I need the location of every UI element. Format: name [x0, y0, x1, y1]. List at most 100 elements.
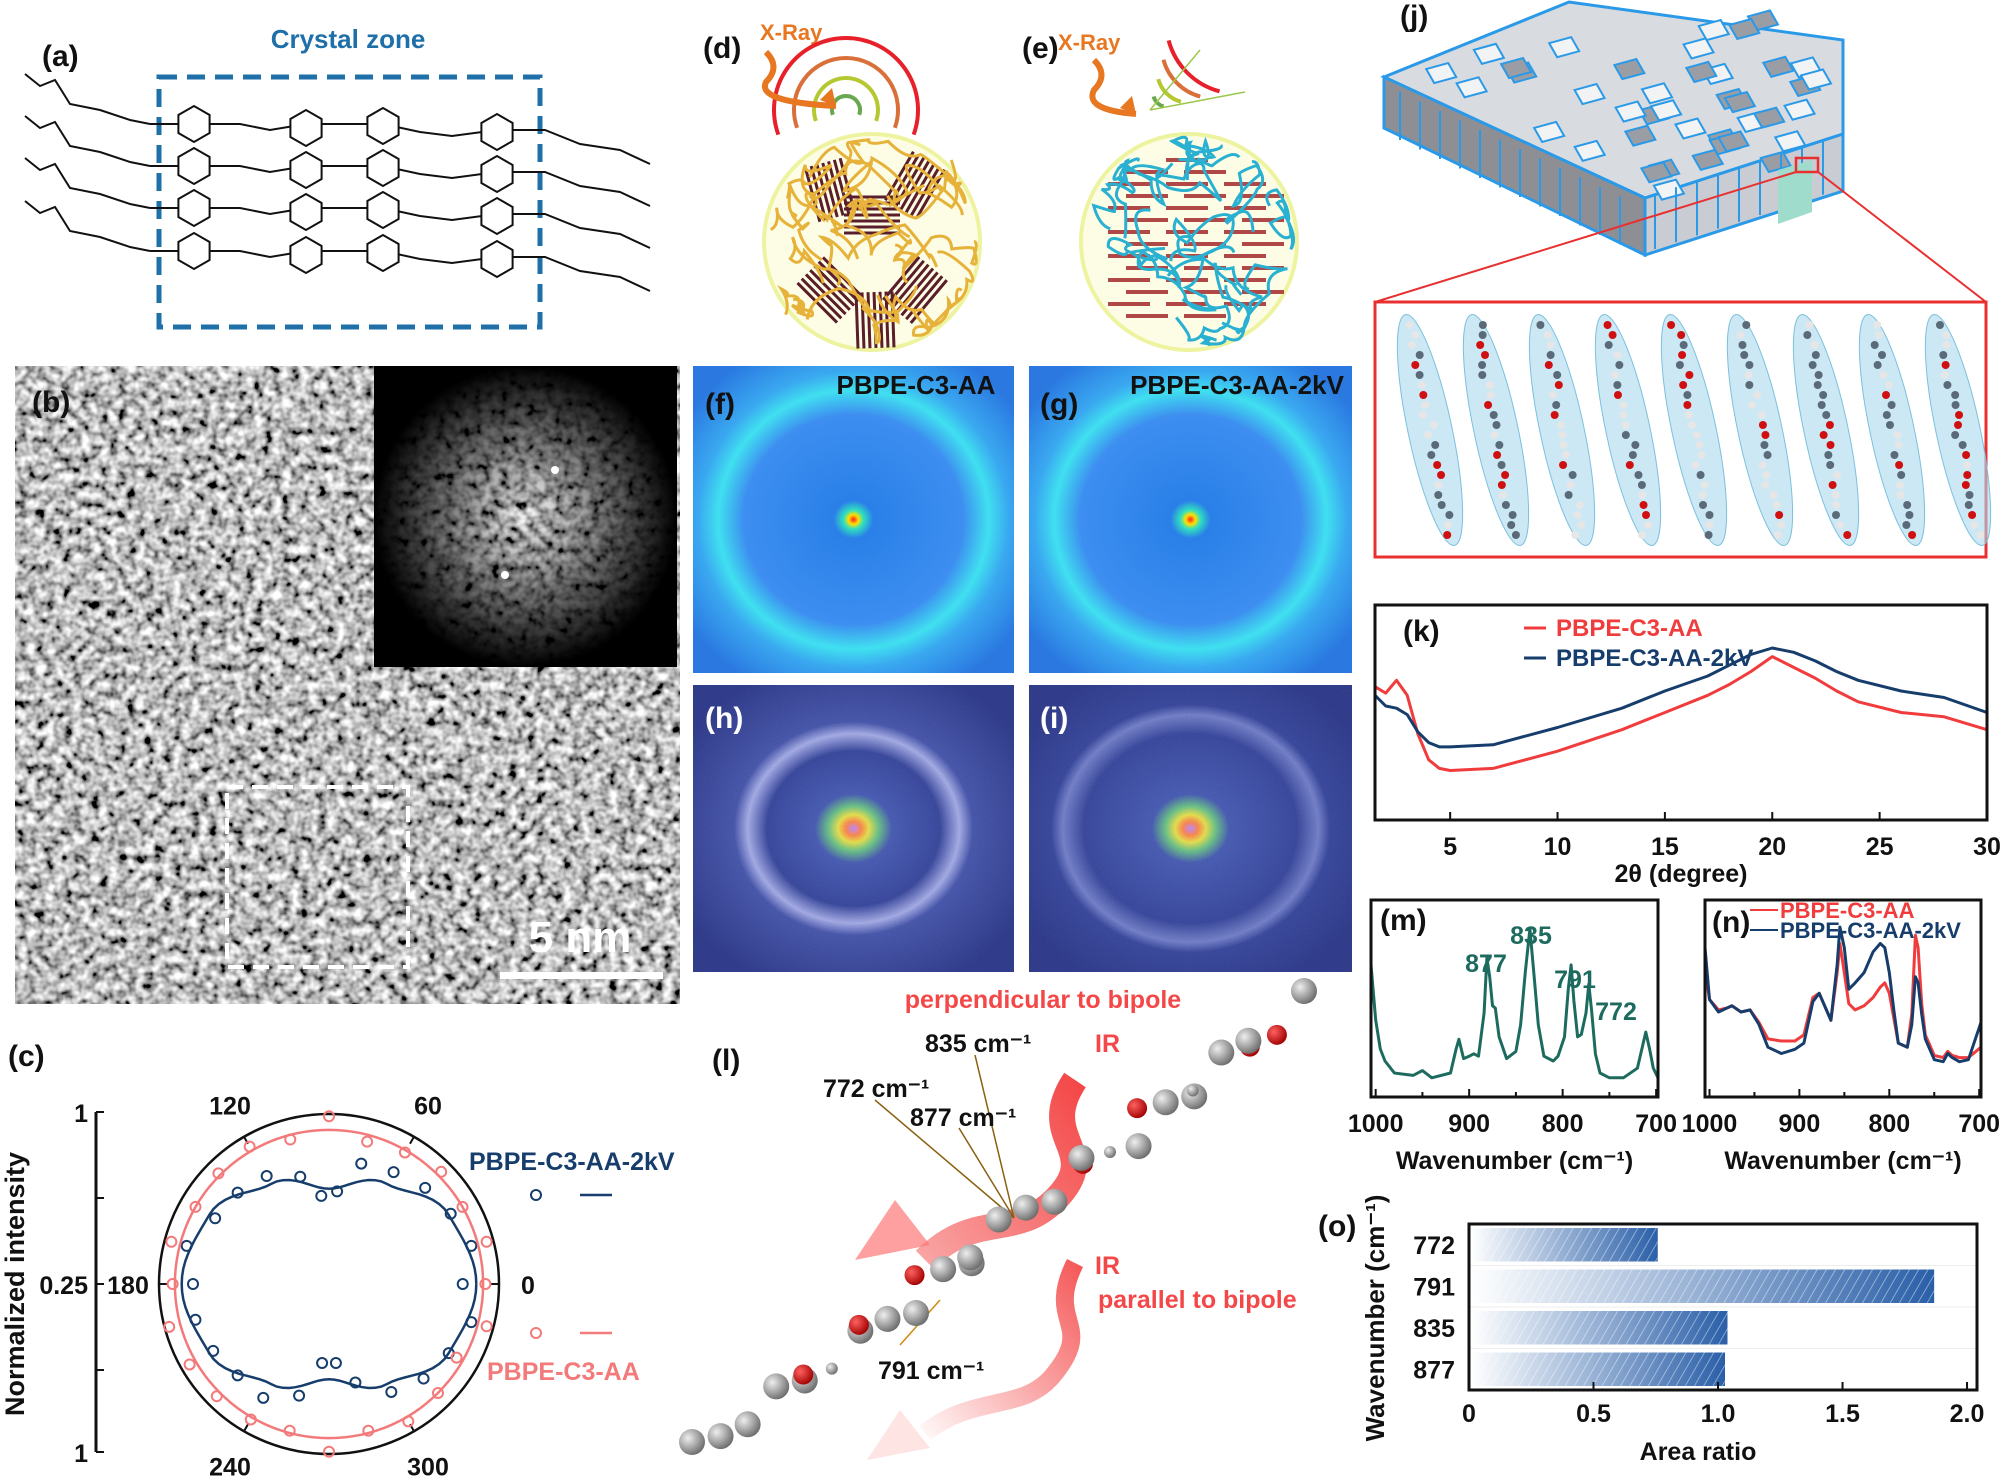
- atom: [1832, 511, 1841, 519]
- x-axis-label: 2θ (degree): [1615, 860, 1748, 888]
- atom: [1568, 471, 1577, 479]
- legend-label: PBPE-C3-AA-2kV: [1556, 645, 1753, 672]
- atom: [1810, 341, 1819, 349]
- lamella: [1792, 313, 1860, 547]
- atom: [1644, 521, 1653, 529]
- atom: [1825, 421, 1834, 429]
- data-point: [362, 1424, 375, 1437]
- data-point: [257, 1391, 270, 1404]
- panel-d-schematic: (d) X-Ray: [703, 20, 982, 352]
- x-axis-label: Area ratio: [1640, 1438, 1757, 1466]
- carbon-atom: [957, 1244, 984, 1271]
- xray-arrowhead: [820, 88, 836, 106]
- series-line-2: [1373, 646, 1988, 749]
- atom: [1758, 421, 1767, 429]
- mesogen-bar: [809, 165, 828, 221]
- lamella: [1660, 313, 1728, 547]
- grain: [1691, 148, 1725, 172]
- ir-arrowhead-parallel: [867, 1410, 930, 1460]
- atom: [1808, 361, 1817, 369]
- data-point: [183, 1358, 196, 1371]
- oxygen-atom: [1127, 1098, 1148, 1119]
- xray-arrow: [761, 49, 837, 109]
- atom: [1870, 341, 1879, 349]
- data-point: [189, 1200, 202, 1213]
- data-point: [361, 1135, 374, 1148]
- oxygen-atom: [848, 1314, 869, 1335]
- bar-hatch-835: [1471, 1311, 1728, 1345]
- polymer-chain: [787, 181, 844, 262]
- angle-tick-label: 120: [209, 1093, 251, 1121]
- data-point: [456, 1200, 469, 1213]
- atom: [1548, 391, 1557, 399]
- xray-label-d: X-Ray: [760, 20, 823, 45]
- polymer-chain: [808, 140, 926, 204]
- mode-label-772: 772 cm⁻¹: [823, 1075, 929, 1103]
- atom: [1434, 481, 1443, 489]
- atom: [1628, 451, 1637, 459]
- polymer-chain: [1224, 160, 1265, 233]
- data-point: [210, 1390, 223, 1403]
- benzene-ring: [289, 192, 323, 232]
- atom: [1951, 431, 1960, 439]
- atom: [1935, 321, 1944, 329]
- scatter-arc: [1151, 95, 1165, 109]
- atom: [1951, 401, 1960, 409]
- atom: [1619, 411, 1628, 419]
- atom: [1478, 371, 1487, 379]
- grain: [1623, 124, 1657, 147]
- atom: [1550, 411, 1559, 419]
- x-tick-label: 0.5: [1576, 1400, 1611, 1428]
- xray-arrow: [1089, 57, 1137, 117]
- atom: [1418, 411, 1427, 419]
- scatter-arc: [830, 94, 862, 116]
- data-point: [385, 1385, 398, 1398]
- mesogen-bar: [832, 159, 851, 215]
- carbon-atom: [1041, 1188, 1068, 1215]
- atom: [1895, 481, 1904, 489]
- atom: [1675, 361, 1684, 369]
- atom: [1976, 531, 1985, 539]
- series-line-2: [1703, 925, 1983, 1064]
- grain: [1727, 17, 1761, 41]
- sample-label-g: PBPE-C3-AA-2kV: [1130, 370, 1344, 400]
- data-point: [180, 1239, 193, 1252]
- data-point: [431, 1386, 444, 1399]
- grain: [1723, 90, 1757, 114]
- atom: [1896, 491, 1905, 499]
- atom: [1608, 331, 1617, 339]
- xray-arrowhead: [1120, 96, 1136, 114]
- atom: [1536, 321, 1545, 329]
- atom: [1437, 471, 1446, 479]
- atom: [1566, 481, 1575, 489]
- atom: [1828, 481, 1837, 489]
- series-line-1: [1703, 933, 1982, 1060]
- lamellae-molecules: [1396, 313, 1992, 547]
- polymer-chain: [892, 234, 978, 284]
- atom: [1634, 471, 1643, 479]
- mesogen-bar: [827, 161, 845, 216]
- ir-label-bottom: IR: [1095, 1252, 1120, 1280]
- panel-j-grain-schematic: (j): [1373, 0, 1992, 559]
- benzene-ring: [289, 108, 323, 148]
- data-point: [450, 1351, 463, 1364]
- atom: [1884, 381, 1893, 389]
- data-point: [163, 1320, 176, 1333]
- polymer-chain: [788, 236, 872, 320]
- grain: [1472, 42, 1506, 66]
- atom: [1941, 361, 1950, 369]
- atom: [1762, 471, 1771, 479]
- polar-ylabel: Normalized intensity: [0, 1152, 30, 1416]
- atom: [1667, 321, 1676, 329]
- atom: [1942, 331, 1951, 339]
- grain: [1532, 120, 1566, 144]
- polymer-chain: [1166, 257, 1231, 342]
- atom: [1492, 421, 1501, 429]
- zoom-line-left: [1374, 171, 1797, 303]
- atom: [1405, 321, 1414, 329]
- data-point: [244, 1413, 257, 1426]
